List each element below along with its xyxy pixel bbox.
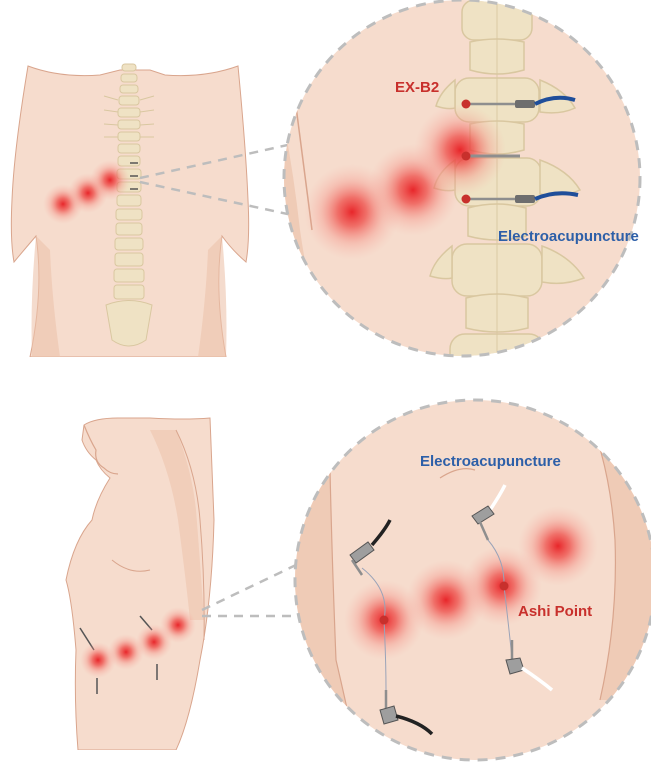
top-electroacupuncture-label: Electroacupuncture <box>498 228 639 245</box>
back-view <box>11 64 248 357</box>
ex-b2-label: EX-B2 <box>395 79 439 96</box>
top-zoom-circle <box>270 0 640 374</box>
side-view <box>66 418 214 750</box>
bottom-zoom-connectors <box>202 565 296 616</box>
ashi-point-label: Ashi Point <box>518 603 592 620</box>
bottom-electroacupuncture-label: Electroacupuncture <box>420 453 561 470</box>
